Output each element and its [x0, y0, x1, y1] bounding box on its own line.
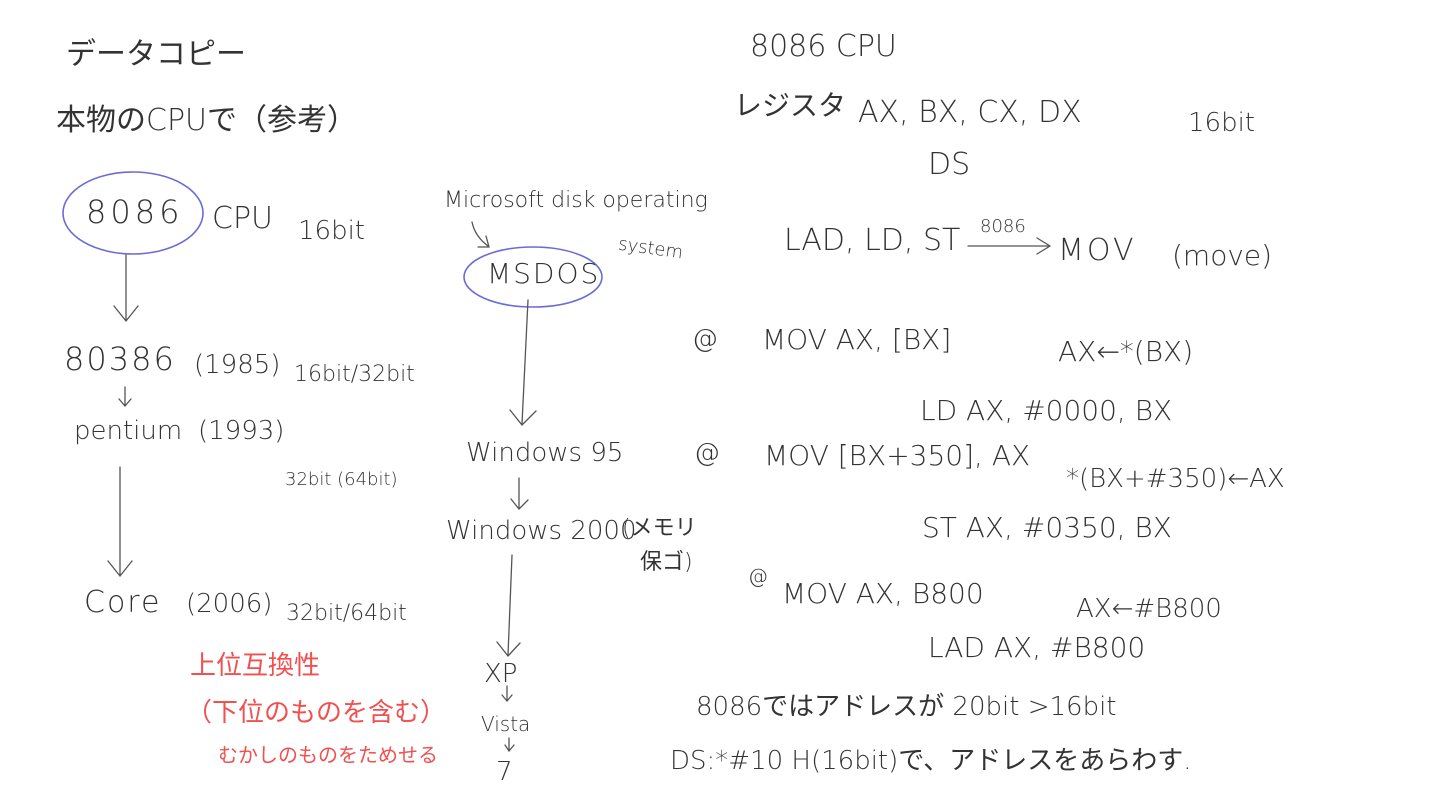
example-1-meaning: AX←*(BX) [1058, 335, 1194, 368]
registers-label: レジスタ [734, 89, 847, 122]
mov-note: (move) [1172, 239, 1273, 272]
example-2-equiv: ST AX, #0350, BX [922, 511, 1172, 544]
windows-2000-note-2: 保ゴ) [640, 550, 693, 575]
example-1: MOV AX, [BX] [762, 323, 952, 356]
windows-95: Windows 95 [466, 438, 624, 468]
example-2-meaning: *(BX+#350)←AX [1066, 464, 1285, 494]
windows-2000: Windows 2000 [446, 516, 637, 546]
arrow-ops-mov [967, 237, 1052, 255]
compat-note-1: 上位互換性 [190, 651, 321, 681]
example-2-mark: @ [694, 438, 720, 468]
ops-list: LAD, LD, ST [784, 223, 961, 258]
year-pentium: (1993) [198, 416, 285, 446]
year-core: (2006) [186, 589, 273, 619]
example-3-meaning: AX←#B800 [1076, 594, 1222, 624]
cpu-8086: 8086 [86, 193, 184, 231]
arrow-pentium-core [107, 466, 133, 578]
page-title: データコピー [66, 37, 246, 72]
bits-80386: 16bit/32bit [294, 362, 415, 387]
example-3: MOV AX, B800 [782, 577, 984, 610]
arrow-8086-80386 [113, 254, 139, 323]
arrow-label-8086: 8086 [980, 216, 1026, 237]
right-title: 8086 CPU [750, 29, 897, 64]
register-ds: DS [928, 147, 971, 182]
example-2: MOV [BX+350], AX [764, 439, 1031, 472]
address-note: 8086ではアドレスが 20bit >16bit [696, 692, 1117, 722]
msdos: MSDOS [487, 257, 601, 290]
arrow-win2000-xp [496, 554, 521, 658]
arrow-vista-7 [504, 737, 515, 753]
example-1-mark: @ [692, 324, 718, 354]
compat-note-3: むかしのものをためせる [218, 743, 438, 767]
arrow-80386-pentium [118, 386, 132, 407]
windows-7: 7 [496, 757, 513, 787]
cpu-core: Core [84, 585, 162, 620]
msdos-caption-2: system [616, 233, 685, 264]
compat-note-2: （下位のものを含む） [186, 698, 447, 728]
ds-note: DS:*#10 H(16bit)で、アドレスをあらわす. [670, 746, 1192, 776]
year-80386: (1985) [194, 350, 281, 380]
registers-bits: 16bit [1188, 108, 1256, 138]
cpu-label: CPU [212, 201, 273, 236]
example-1-equiv: LD AX, #0000, BX [920, 394, 1173, 427]
cpu-80386: 80386 [64, 340, 176, 378]
windows-vista: Vista [481, 712, 531, 736]
arrow-msdos-win95 [509, 299, 537, 426]
arrow-win95-win2000 [510, 477, 529, 510]
bits-pentium: 32bit (64bit) [285, 469, 398, 490]
bits-8086: 16bit [298, 216, 366, 246]
mov-op: MOV [1058, 233, 1137, 268]
registers-list: AX, BX, CX, DX [858, 95, 1082, 130]
example-3-mark: @ [748, 564, 768, 588]
windows-xp: XP [484, 659, 518, 689]
arrow-caption-msdos [471, 221, 490, 248]
page-subtitle: 本物のCPUで（参考） [56, 103, 357, 138]
msdos-caption-1: Microsoft disk operating [444, 188, 708, 213]
example-3-equiv: LAD AX, #B800 [928, 631, 1146, 664]
cpu-pentium: pentium [74, 416, 183, 446]
windows-2000-note-1: (メモリ [622, 516, 697, 541]
bits-core: 32bit/64bit [286, 601, 407, 626]
